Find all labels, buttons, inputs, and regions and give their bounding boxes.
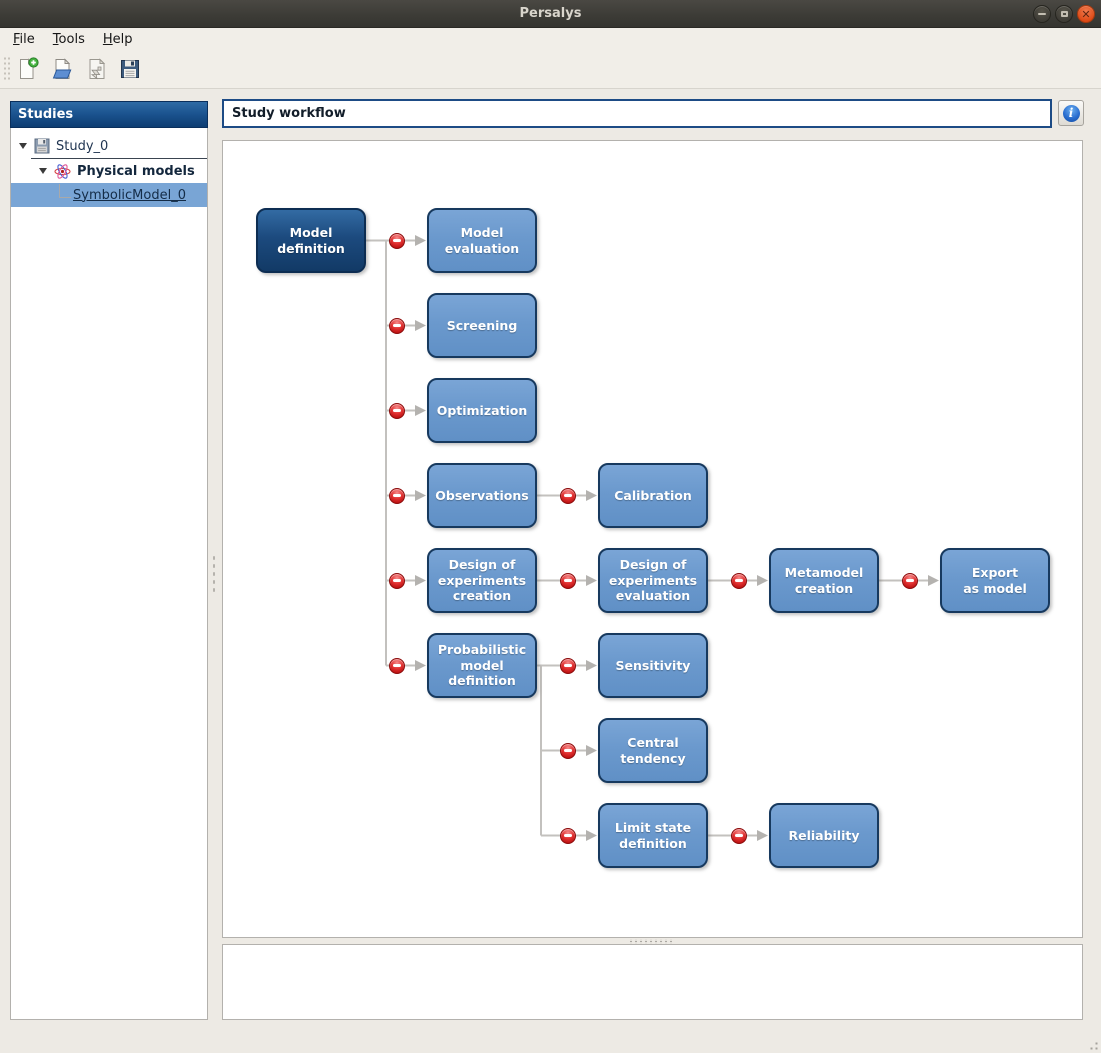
workflow-node-doe-evaluation[interactable]: Design of experiments evaluation <box>598 548 708 613</box>
info-button[interactable]: i <box>1058 100 1084 126</box>
study-underline <box>31 158 207 159</box>
disabled-indicator-icon <box>559 742 576 759</box>
minimize-icon <box>1038 13 1046 15</box>
disabled-indicator-icon <box>559 572 576 589</box>
close-icon: ✕ <box>1081 7 1091 21</box>
workflow-node-doe-creation[interactable]: Design of experiments creation <box>427 548 537 613</box>
disabled-indicator-icon <box>559 657 576 674</box>
workflow-node-observations[interactable]: Observations <box>427 463 537 528</box>
studies-panel-header: Studies <box>10 101 208 128</box>
message-panel <box>222 944 1083 1020</box>
disabled-indicator-icon <box>730 572 747 589</box>
workflow-node-optimization[interactable]: Optimization <box>427 378 537 443</box>
menu-tools[interactable]: Tools <box>52 31 85 47</box>
new-study-button[interactable] <box>12 53 44 85</box>
open-study-button[interactable] <box>46 53 78 85</box>
tree-item-label: Study_0 <box>56 138 109 154</box>
menu-file[interactable]: File <box>13 31 35 47</box>
workflow-node-limit-state-definition[interactable]: Limit state definition <box>598 803 708 868</box>
studies-tree: Study_0 Physical models SymbolicModel_0 <box>10 128 208 1020</box>
workflow-node-sensitivity[interactable]: Sensitivity <box>598 633 708 698</box>
window-resize-grip[interactable] <box>1086 1038 1099 1051</box>
maximize-icon <box>1060 11 1068 17</box>
workflow-node-calibration[interactable]: Calibration <box>598 463 708 528</box>
disabled-indicator-icon <box>388 487 405 504</box>
menubar: File Tools Help <box>0 28 1101 50</box>
open-document-icon <box>52 58 72 79</box>
disabled-indicator-icon <box>730 827 747 844</box>
expander-icon[interactable] <box>39 168 47 174</box>
tree-item-physical-models[interactable]: Physical models <box>11 159 207 183</box>
import-script-button[interactable] <box>80 53 112 85</box>
studies-panel: Studies Study_0 <box>10 101 208 1020</box>
menu-help[interactable]: Help <box>102 31 133 47</box>
disabled-indicator-icon <box>388 657 405 674</box>
workflow-node-probabilistic-model[interactable]: Probabilistic model definition <box>427 633 537 698</box>
new-document-icon <box>20 57 39 79</box>
toolbar-grip-handle[interactable] <box>3 56 10 82</box>
disabled-indicator-icon <box>388 232 405 249</box>
disabled-indicator-icon <box>901 572 918 589</box>
atom-icon <box>54 163 71 179</box>
vertical-splitter-handle[interactable] <box>210 553 217 595</box>
import-script-icon <box>89 58 106 80</box>
disabled-indicator-icon <box>559 827 576 844</box>
tree-item-label: Physical models <box>77 163 195 179</box>
window-title: Persalys <box>519 6 582 21</box>
disabled-indicator-icon <box>388 317 405 334</box>
workflow-title: Study workflow <box>232 106 346 121</box>
tree-item-label: SymbolicModel_0 <box>73 187 186 203</box>
disabled-indicator-icon <box>388 402 405 419</box>
workflow-node-central-tendency[interactable]: Central tendency <box>598 718 708 783</box>
disabled-indicator-icon <box>559 487 576 504</box>
save-study-button[interactable] <box>114 53 146 85</box>
info-icon: i <box>1062 104 1080 122</box>
close-button[interactable]: ✕ <box>1077 5 1095 23</box>
titlebar[interactable]: Persalys ✕ <box>0 0 1101 28</box>
horizontal-splitter-handle[interactable] <box>628 939 674 944</box>
save-icon <box>121 60 139 78</box>
toolbar <box>0 50 1101 89</box>
tree-branch-elbow <box>59 184 71 198</box>
workflow-title-box: Study workflow <box>222 99 1052 128</box>
disabled-indicator-icon <box>388 572 405 589</box>
minimize-button[interactable] <box>1033 5 1051 23</box>
workflow-node-model-evaluation[interactable]: Model evaluation <box>427 208 537 273</box>
workflow-node-reliability[interactable]: Reliability <box>769 803 879 868</box>
floppy-icon <box>34 138 50 154</box>
workflow-node-screening[interactable]: Screening <box>427 293 537 358</box>
tree-item-study[interactable]: Study_0 <box>11 134 207 158</box>
expander-icon[interactable] <box>19 143 27 149</box>
maximize-button[interactable] <box>1055 5 1073 23</box>
tree-item-symbolic-model[interactable]: SymbolicModel_0 <box>11 183 207 207</box>
workflow-node-model-definition[interactable]: Model definition <box>256 208 366 273</box>
workflow-node-metamodel-creation[interactable]: Metamodel creation <box>769 548 879 613</box>
workflow-node-export-as-model[interactable]: Export as model <box>940 548 1050 613</box>
window-controls: ✕ <box>1033 5 1095 23</box>
